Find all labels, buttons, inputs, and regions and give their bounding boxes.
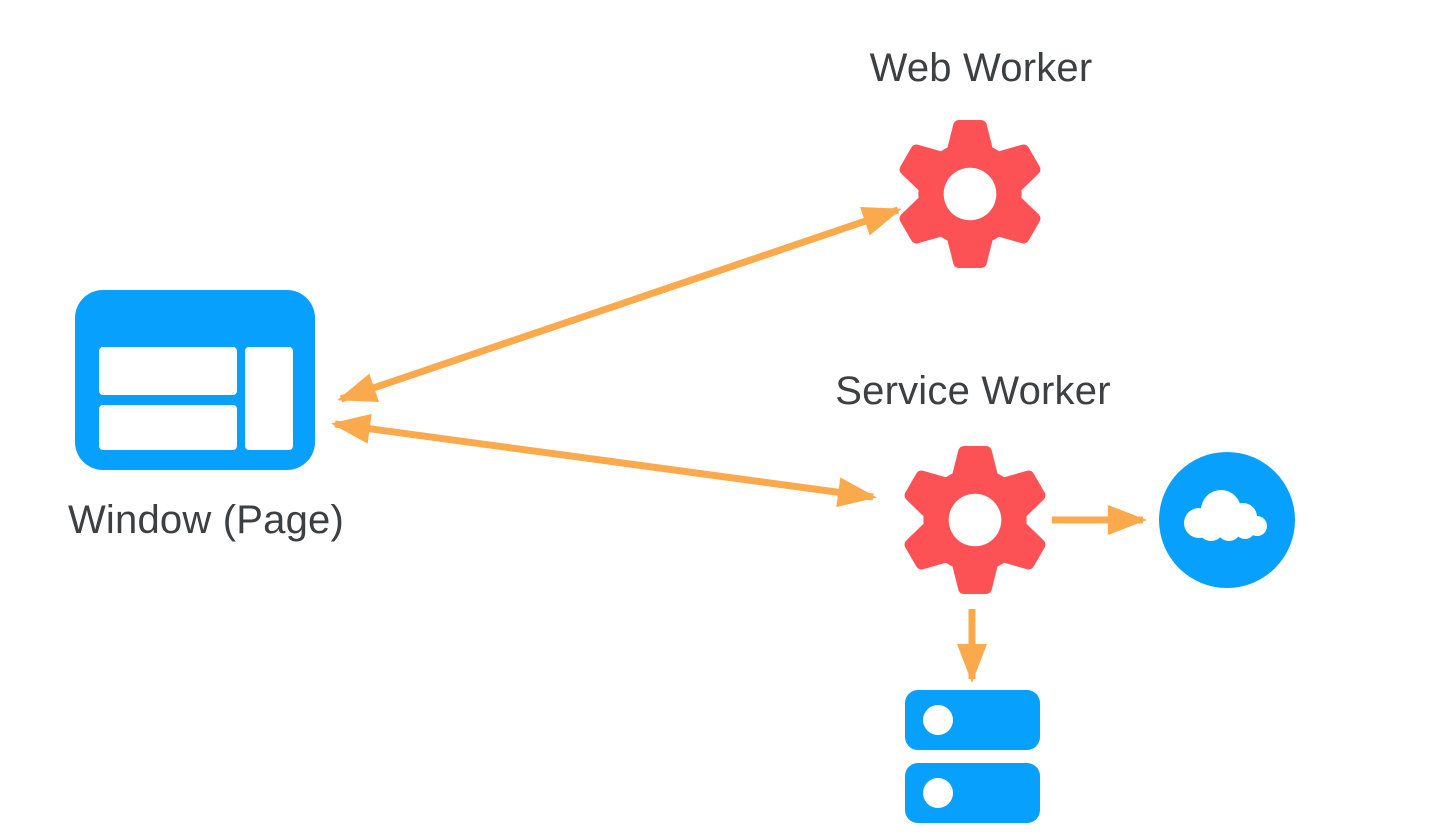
- service-worker-label: Service Worker: [835, 369, 1111, 413]
- gear-icon: [904, 445, 1046, 595]
- edge-window-service-worker: [331, 413, 877, 508]
- browser-window-icon: [75, 290, 315, 470]
- edge-window-web-worker: [337, 206, 902, 403]
- window-page-label: Window (Page): [67, 498, 345, 542]
- database-icon: [905, 690, 1040, 823]
- window-pane-sidebar: [245, 347, 293, 450]
- gear-icon: [899, 119, 1041, 269]
- database-disk-dot: [923, 705, 953, 735]
- web-worker-label: Web Worker: [869, 46, 1093, 90]
- database-disk-dot: [923, 778, 953, 808]
- database-disk: [905, 763, 1040, 823]
- window-pane-top: [99, 347, 237, 395]
- cloud-icon: [1159, 452, 1295, 588]
- window-pane-bottom: [99, 405, 237, 450]
- database-disk: [905, 690, 1040, 750]
